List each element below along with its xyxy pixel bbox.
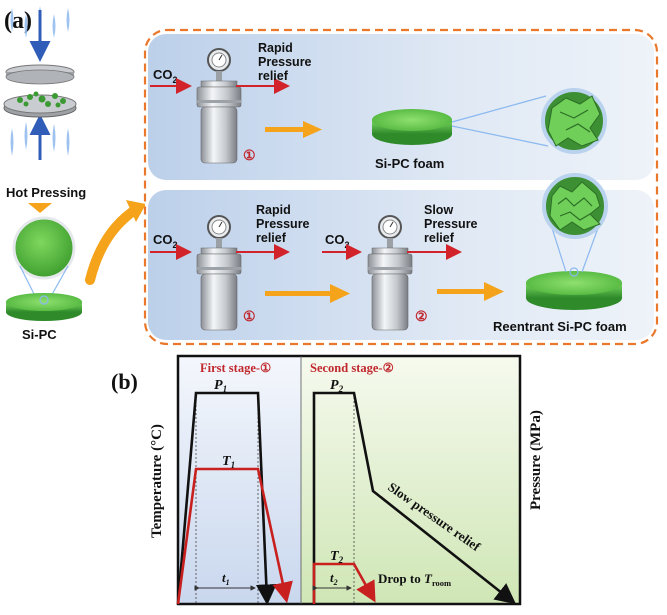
step-marker: ① xyxy=(243,308,256,324)
temperature-curve-stage-1 xyxy=(176,467,293,605)
pressure-curve-stage-1 xyxy=(176,391,277,606)
temperature-curve-stage-2 xyxy=(312,562,376,604)
si-pc-label: Si-PC xyxy=(22,327,57,342)
svg-text:Pressure: Pressure xyxy=(256,217,310,231)
curved-arrow-icon xyxy=(85,205,140,285)
route-1-panel xyxy=(148,34,654,180)
drop-to-room-annotation: Drop to Troom xyxy=(378,571,451,588)
svg-text:relief: relief xyxy=(424,231,455,245)
reentrant-microstructure-magnifier xyxy=(542,173,608,239)
reentrant-foam-label: Reentrant Si-PC foam xyxy=(493,319,627,334)
t1-label: T1 xyxy=(222,454,235,470)
rapid-relief-label-1: Rapid xyxy=(258,41,293,55)
orange-arrow-icon-2 xyxy=(484,282,504,301)
second-stage-label: Second stage-② xyxy=(310,361,394,375)
reentrant-foam-disc xyxy=(526,271,622,310)
plot-frame xyxy=(176,354,522,606)
pressure-curve-stage-2 xyxy=(312,391,517,605)
si-pc-foam-disc xyxy=(372,109,452,145)
orange-arrow-icon xyxy=(330,284,350,303)
svg-text:Pressure: Pressure xyxy=(258,55,312,69)
step-marker-2: ② xyxy=(415,308,428,324)
second-stage-region xyxy=(301,356,520,604)
route-2: CO2 Rapid Pressure relief ① CO2 Slow Pre… xyxy=(150,173,627,334)
time1-label: t1 xyxy=(222,570,230,587)
route-1: CO2 Rapid Pressure relief ① Si-PC foam xyxy=(150,41,607,171)
panel-b-label: (b) xyxy=(111,369,138,394)
first-stage-region xyxy=(178,356,301,604)
p2-label: P2 xyxy=(330,378,344,394)
svg-text:Pressure: Pressure xyxy=(424,217,478,231)
svg-text:relief: relief xyxy=(258,69,289,83)
si-pc-disc xyxy=(6,216,82,321)
first-stage-label: First stage-① xyxy=(200,361,271,375)
microstructure-magnifier xyxy=(541,88,607,154)
svg-text:relief: relief xyxy=(256,231,287,245)
t2-label: T2 xyxy=(330,549,344,565)
orange-arrow-icon xyxy=(303,121,322,138)
hot-pressing-label: Hot Pressing xyxy=(6,185,86,200)
co2-label: CO xyxy=(153,67,173,82)
p1-label: P1 xyxy=(214,378,227,394)
slow-relief-label: Slow xyxy=(424,203,453,217)
svg-text:CO2: CO2 xyxy=(153,67,178,85)
y-axis-right-label: Pressure (MPa) xyxy=(528,410,544,510)
step-marker: ① xyxy=(243,147,256,163)
time2-label: t2 xyxy=(330,570,338,587)
y-axis-left-label: Temperature (°C) xyxy=(149,424,165,538)
co2-label: CO xyxy=(153,232,173,247)
hot-press-illustration xyxy=(3,6,77,160)
rapid-relief-label-2: Rapid xyxy=(256,203,291,217)
svg-text:CO2: CO2 xyxy=(153,232,178,250)
si-pc-foam-label: Si-PC foam xyxy=(375,156,444,171)
panel-a-label: (a) xyxy=(4,8,32,34)
down-arrow-icon xyxy=(28,203,52,213)
co2-label-2: CO xyxy=(325,232,345,247)
